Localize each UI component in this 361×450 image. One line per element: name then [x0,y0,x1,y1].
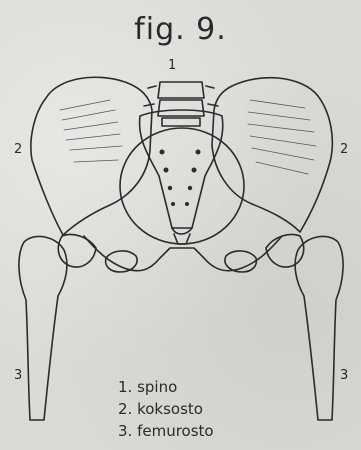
label-left-femur: 3 [14,368,22,383]
label-right-pelvis: 2 [340,142,348,157]
legend-item-spino: 1. spino [118,376,214,398]
legend-item-femurosto: 3. femurosto [118,420,214,442]
figure-title: fig. 9. [0,12,361,47]
coccyx [172,228,192,244]
label-right-femur: 3 [340,368,348,383]
label-left-pelvis: 2 [14,142,22,157]
pubic-arch [84,236,282,271]
legend: 1. spino 2. koksosto 3. femurosto [118,376,214,442]
lumbar-vertebra [144,82,218,126]
pelvic-inlet [120,128,244,244]
legend-item-koksosto: 2. koksosto [118,398,214,420]
left-ilium [31,77,152,235]
right-ilium [212,78,332,232]
label-number-1: 1 [168,58,176,73]
